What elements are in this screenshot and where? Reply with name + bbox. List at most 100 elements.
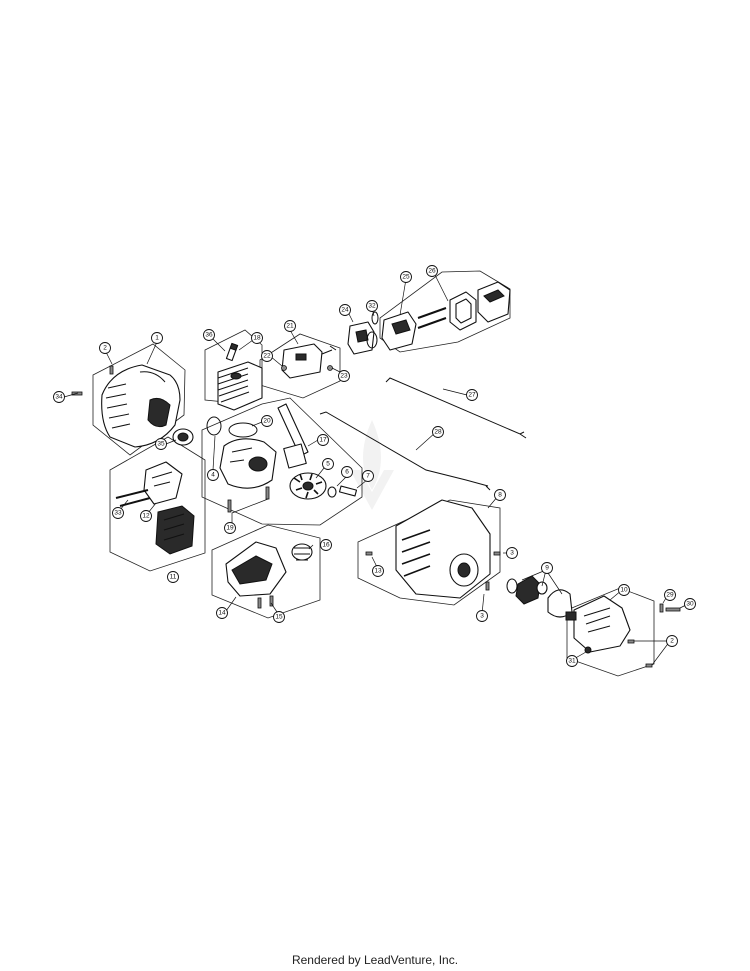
- callout-29: 29: [664, 589, 676, 601]
- callout-15: 15: [273, 611, 285, 623]
- svg-text:8: 8: [498, 492, 502, 499]
- part-screw-3b: [485, 581, 490, 591]
- callout-26: 26: [426, 265, 438, 277]
- svg-text:3: 3: [480, 613, 484, 620]
- part-throttle-cable: [319, 411, 491, 491]
- svg-text:21: 21: [286, 323, 294, 330]
- svg-text:28: 28: [434, 429, 442, 436]
- svg-text:10: 10: [620, 587, 628, 594]
- callout-8: 8: [494, 489, 506, 501]
- svg-text:31: 31: [568, 658, 576, 665]
- callout-11: 11: [167, 571, 179, 583]
- svg-text:17: 17: [319, 437, 327, 444]
- part-o-ring: [206, 416, 222, 436]
- svg-text:14: 14: [218, 610, 226, 617]
- part-pin: [338, 485, 358, 497]
- svg-text:20: 20: [263, 418, 271, 425]
- svg-text:19: 19: [226, 525, 234, 532]
- callout-35: 35: [155, 438, 167, 450]
- part-screw-2b: [627, 639, 635, 644]
- callout-12: 12: [140, 510, 152, 522]
- svg-text:4: 4: [211, 472, 215, 479]
- part-air-filter-cover: [477, 281, 511, 323]
- svg-text:23: 23: [340, 373, 348, 380]
- callout-32: 32: [366, 300, 378, 312]
- part-pulley: [172, 428, 194, 446]
- part-fitting-23: [327, 365, 333, 371]
- part-air-filter-bolts: [417, 307, 447, 329]
- part-screw-13: [365, 551, 373, 556]
- svg-text:11: 11: [170, 574, 177, 581]
- callout-5: 5: [322, 458, 334, 470]
- callout-19: 19: [224, 522, 236, 534]
- part-pin-29: [659, 603, 664, 613]
- part-gearhead: [565, 595, 631, 653]
- svg-text:12: 12: [142, 513, 150, 520]
- part-flywheel: [289, 472, 327, 500]
- callout-34: 34: [53, 391, 65, 403]
- callout-27: 27: [466, 389, 478, 401]
- callout-25: 25: [400, 271, 412, 283]
- group-box-starter-housing: [357, 499, 501, 606]
- callout-2a: 2: [99, 342, 111, 354]
- part-fuel-cap: [291, 543, 313, 561]
- part-cylinder: [217, 361, 263, 411]
- callout-28: 28: [432, 426, 444, 438]
- svg-text:13: 13: [374, 568, 382, 575]
- part-spark-plug: [225, 342, 239, 362]
- svg-text:9: 9: [545, 565, 549, 572]
- callout-4: 4: [207, 469, 219, 481]
- group-box-engine-cover: [92, 343, 186, 456]
- group-box-fuel-tank: [211, 524, 321, 619]
- callout-1: 1: [151, 332, 163, 344]
- svg-text:3: 3: [510, 550, 514, 557]
- watermark-logo: [350, 420, 394, 510]
- callout-20: 20: [261, 415, 273, 427]
- svg-text:15: 15: [275, 614, 283, 621]
- svg-text:26: 26: [428, 268, 436, 275]
- callout-3a: 3: [506, 547, 518, 559]
- part-muffler-bolts: [115, 489, 151, 507]
- callout-33: 33: [112, 507, 124, 519]
- svg-text:33: 33: [114, 510, 122, 517]
- svg-text:36: 36: [205, 332, 213, 339]
- part-air-filter-base: [381, 311, 417, 351]
- callout-17: 17: [317, 434, 329, 446]
- part-gasket-32: [371, 311, 379, 325]
- part-ignition-coil: [277, 403, 309, 469]
- svg-text:5: 5: [326, 461, 330, 468]
- callout-31: 31: [566, 655, 578, 667]
- svg-text:25: 25: [402, 274, 410, 281]
- svg-text:7: 7: [366, 473, 370, 480]
- callout-13: 13: [372, 565, 384, 577]
- part-nut-31: [584, 646, 592, 654]
- group-box-muffler: [109, 436, 206, 572]
- svg-text:6: 6: [345, 469, 349, 476]
- svg-text:29: 29: [666, 592, 674, 599]
- svg-text:35: 35: [157, 441, 165, 448]
- svg-text:18: 18: [253, 335, 261, 342]
- part-starter-housing: [395, 499, 491, 599]
- svg-text:2: 2: [103, 345, 107, 352]
- callout-36: 36: [203, 329, 215, 341]
- part-clutch-assembly: [506, 575, 573, 618]
- part-screw-3a: [493, 551, 501, 556]
- callout-21: 21: [284, 320, 296, 332]
- callout-14: 14: [216, 607, 228, 619]
- part-throttle-rod: [385, 377, 527, 439]
- part-carburetor: [347, 321, 378, 355]
- part-air-filter-element: [449, 291, 477, 331]
- svg-text:1: 1: [155, 335, 159, 342]
- part-washer: [327, 486, 337, 498]
- part-screw-2a: [109, 365, 114, 375]
- svg-text:16: 16: [322, 542, 330, 549]
- callout-23: 23: [338, 370, 350, 382]
- svg-text:32: 32: [368, 303, 376, 310]
- callout-22: 22: [261, 350, 273, 362]
- group-box-crankcase: [201, 397, 363, 526]
- callout-9: 9: [541, 562, 553, 574]
- part-crankcase: [219, 438, 277, 489]
- part-fuel-tank: [225, 541, 287, 597]
- svg-text:24: 24: [341, 307, 349, 314]
